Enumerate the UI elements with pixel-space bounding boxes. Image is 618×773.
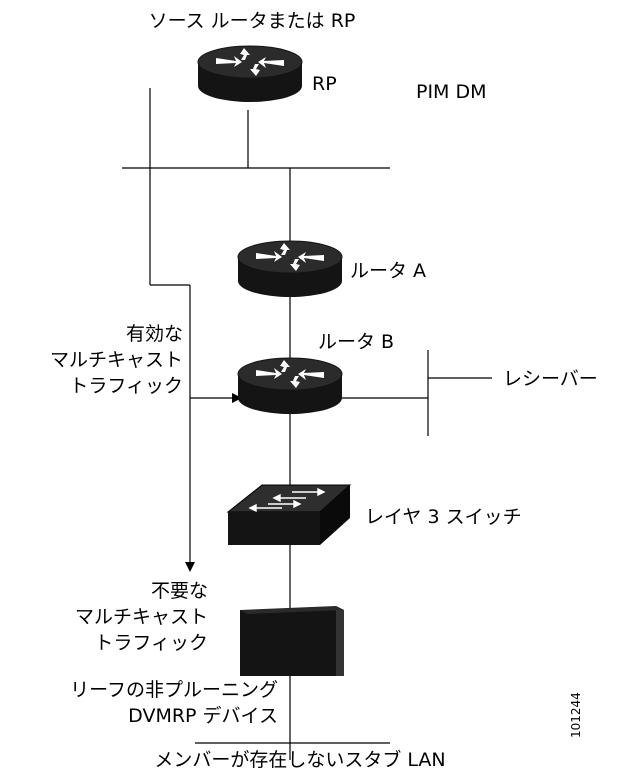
- stub-lan-label: メンバーが存在しないスタブ LAN: [154, 748, 445, 771]
- unneeded-traffic-label-3: トラフィック: [94, 632, 208, 654]
- dvmrp-device-icon: [240, 606, 344, 676]
- unneeded-traffic-label-2: マルチキャスト: [75, 606, 208, 628]
- router-a-label: ルータ A: [350, 260, 426, 282]
- router-b-label: ルータ B: [318, 331, 394, 353]
- source-router-title: ソース ルータまたは RP: [149, 10, 356, 32]
- unneeded-traffic-label-1: 不要な: [151, 580, 208, 602]
- router-a-icon: [237, 240, 343, 298]
- router-b-icon: [237, 357, 343, 415]
- pim-dm-label: PIM DM: [416, 81, 487, 103]
- layer3-switch-icon: [226, 484, 352, 545]
- layer3-switch-label: レイヤ 3 スイッチ: [365, 506, 522, 528]
- valid-traffic-label-2: マルチキャスト: [50, 349, 183, 371]
- receiver-label: レシーバー: [503, 368, 598, 390]
- rp-label: RP: [312, 73, 337, 95]
- valid-traffic-label-3: トラフィック: [69, 375, 183, 397]
- valid-traffic-label-1: 有効な: [126, 323, 183, 345]
- leaf-device-label-2: DVMRP デバイス: [128, 705, 278, 727]
- rp-router-icon: [197, 45, 303, 103]
- leaf-device-label-1: リーフの非プルーニング: [70, 679, 278, 701]
- figure-id: 101244: [569, 692, 583, 738]
